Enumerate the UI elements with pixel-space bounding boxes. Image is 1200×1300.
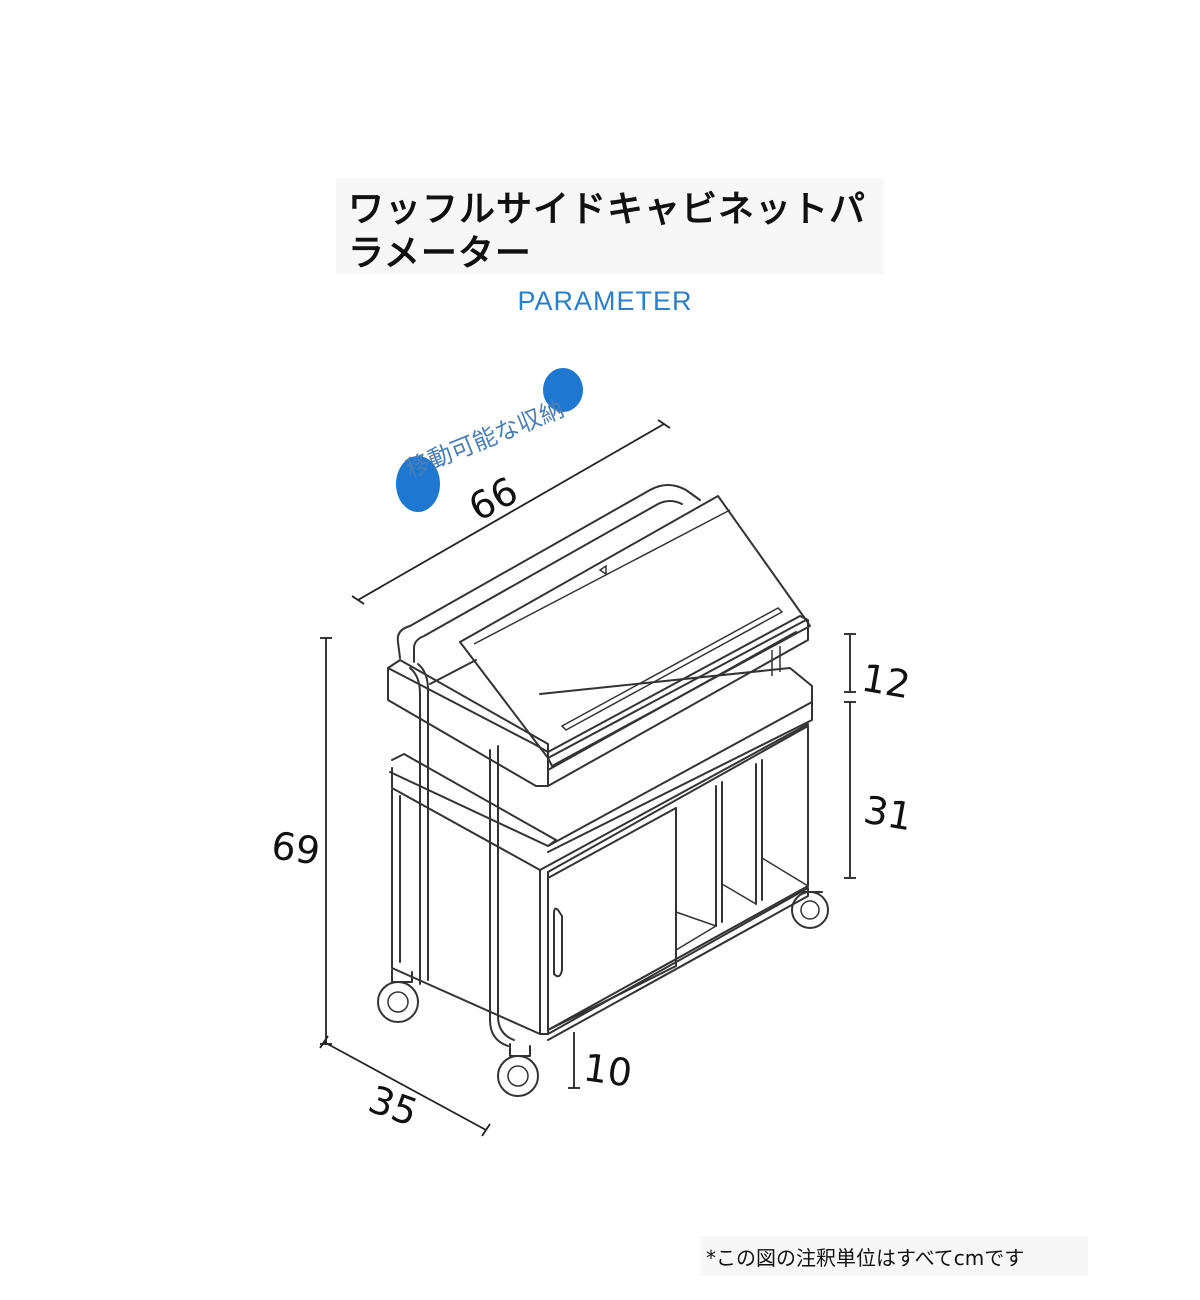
caster-dimension: 10 [568,1032,635,1096]
top-section-dimension: 12 [844,633,914,708]
depth-label: 35 [363,1077,423,1135]
cabinet-section-dimension: 31 [844,701,916,879]
badge-text: 移動可能な収納 [402,395,568,484]
top-section-label: 12 [858,656,913,708]
title-background [336,178,884,274]
depth-dimension: 35 [319,1035,491,1137]
cabinet-section-label: 31 [860,788,915,840]
unit-footnote: *この図の注釈単位はすべてcmです [706,1246,1025,1270]
footnote-background [700,1236,1088,1276]
caster-label: 10 [581,1045,635,1095]
page-subtitle: PARAMETER [517,286,693,316]
page-title: ワッフルサイドキャビネットパラメーター [348,189,867,274]
cabinet-outline [377,484,829,1097]
height-dimension: 69 [269,637,332,1045]
width-label: 66 [462,468,525,530]
height-label: 69 [269,823,323,873]
width-dimension: 66 [351,419,671,605]
